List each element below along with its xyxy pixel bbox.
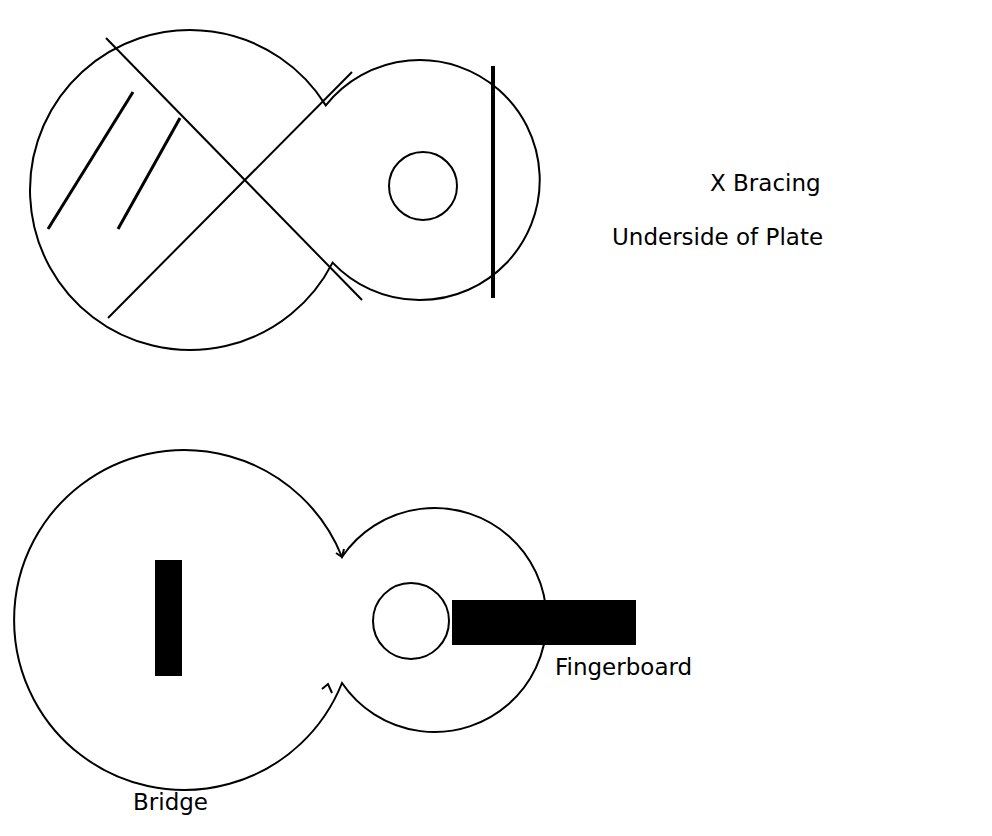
sound-hole xyxy=(373,583,449,659)
tone-bar xyxy=(48,92,133,229)
tone-bar xyxy=(118,118,180,229)
plate-outline xyxy=(30,30,540,350)
figure-title: X Bracing xyxy=(710,170,821,198)
bridge-bar xyxy=(155,560,182,676)
fingerboard-bar xyxy=(452,600,636,645)
waist-notch xyxy=(322,684,332,693)
sound-hole xyxy=(389,152,457,220)
x-brace xyxy=(108,72,352,318)
cross-brace xyxy=(491,66,495,298)
x-brace xyxy=(106,38,362,300)
part-name: Fingerboard xyxy=(555,654,692,682)
waist-notch xyxy=(336,549,344,557)
part-name: Bridge xyxy=(133,789,208,817)
figure-subtitle: Underside of Plate xyxy=(612,224,823,252)
